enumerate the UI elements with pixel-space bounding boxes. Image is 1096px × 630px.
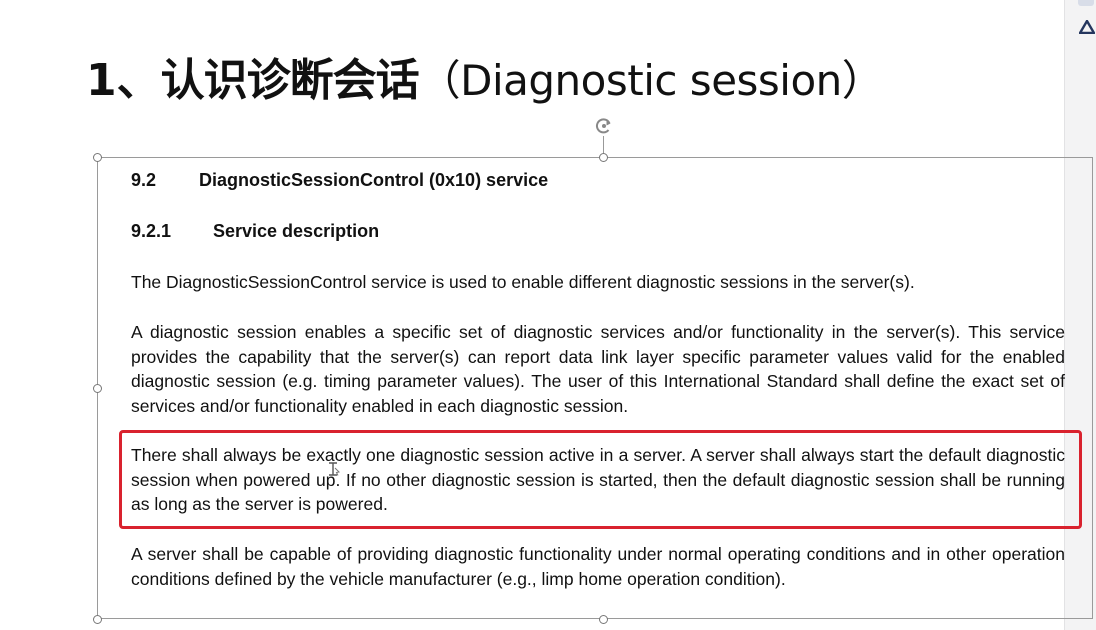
rotate-handle-icon[interactable] — [594, 116, 614, 136]
title-number: 1 — [86, 55, 117, 106]
resize-handle-bottom-left[interactable] — [93, 615, 102, 624]
paragraph-4-block: A server shall be capable of providing d… — [131, 542, 1065, 591]
toolbar-tab[interactable] — [1078, 0, 1094, 6]
section-number: 9.2 — [131, 170, 157, 190]
resize-handle-top-left[interactable] — [93, 153, 102, 162]
slide-title: 1、认识诊断会话（Diagnostic session） — [86, 46, 884, 116]
subsection-title: Service description — [213, 221, 380, 241]
paragraph-2-block: A diagnostic session enables a specific … — [131, 320, 1065, 418]
paragraph: A diagnostic session enables a specific … — [131, 322, 1065, 416]
triangle-icon[interactable] — [1079, 20, 1095, 34]
subsection-number: 9.2.1 — [131, 221, 172, 241]
highlighted-paragraph: There shall always be exactly one diagno… — [131, 445, 1065, 514]
title-english: （Diagnostic session） — [418, 56, 884, 105]
paragraph: A server shall be capable of providing d… — [131, 544, 1065, 589]
paragraph: The DiagnosticSessionControl service is … — [131, 272, 915, 292]
text-cursor-icon — [329, 462, 340, 476]
resize-handle-middle-left[interactable] — [93, 384, 102, 393]
rotate-handle-connector — [603, 136, 604, 156]
red-highlight-box — [119, 430, 1082, 529]
resize-handle-bottom-center[interactable] — [599, 615, 608, 624]
title-chinese: 认识诊断会话 — [160, 55, 420, 106]
paragraph-3-block: There shall always be exactly one diagno… — [131, 443, 1065, 517]
section-title: DiagnosticSessionControl (0x10) service — [199, 170, 549, 190]
title-separator: 、 — [116, 55, 161, 106]
resize-handle-top-center[interactable] — [599, 153, 608, 162]
paragraph-1-block: The DiagnosticSessionControl service is … — [131, 270, 1065, 295]
